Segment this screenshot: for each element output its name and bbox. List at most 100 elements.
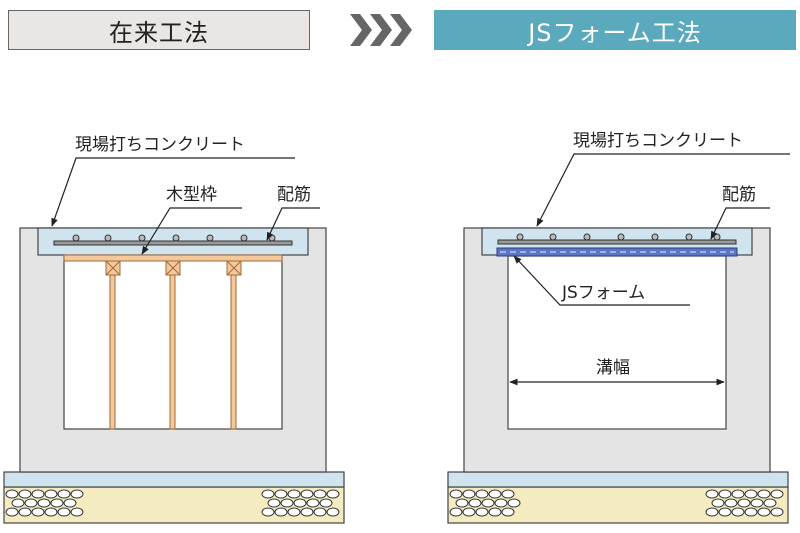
gravel-stone (494, 498, 508, 508)
channel-cavity (507, 255, 727, 430)
gravel-stone (770, 489, 784, 499)
gravel-stone (274, 507, 288, 517)
gravel-stone (24, 498, 38, 508)
gravel-stone (18, 489, 32, 499)
jsform-label: JSフォーム (561, 283, 645, 303)
gravel-stone (449, 507, 463, 517)
rebar-dot (651, 233, 659, 241)
width-label: 溝幅 (596, 358, 630, 378)
gravel-stone (757, 489, 771, 499)
wood-support-1 (105, 260, 121, 430)
gravel-stone (462, 489, 476, 499)
chevrons-right-icon (350, 14, 412, 46)
gravel-stone (31, 507, 45, 517)
gravel-stone (5, 489, 19, 499)
gravel-stone (705, 507, 719, 517)
gravel-stone (313, 489, 327, 499)
wood-support-2 (165, 260, 181, 430)
conventional-method-header: 在来工法 (8, 10, 310, 50)
gravel-stone (44, 507, 58, 517)
gravel-stone (293, 498, 307, 508)
gravel-stone (300, 507, 314, 517)
wood-support-3 (226, 260, 242, 430)
gravel-stone (57, 507, 71, 517)
gravel-stone (501, 489, 515, 499)
formwork-leader (141, 207, 242, 255)
gravel-stone (287, 489, 301, 499)
jsform-sheet (496, 247, 738, 257)
jsform-method-title: JSフォーム工法 (528, 18, 702, 47)
gravel-stone (70, 489, 84, 499)
gravel-stone (468, 498, 482, 508)
rebar-dot (240, 234, 248, 242)
gravel-stones (449, 489, 784, 517)
gravel-stone (326, 507, 340, 517)
gravel-stone (757, 507, 771, 517)
rebar-bar (53, 240, 293, 246)
gravel-stone (763, 498, 777, 508)
gravel-stone (475, 507, 489, 517)
gravel-stone (475, 489, 489, 499)
gravel-stone (274, 489, 288, 499)
gravel-stone (37, 498, 51, 508)
gravel-stone (313, 507, 327, 517)
gravel-stone (44, 489, 58, 499)
gravel-stone (70, 507, 84, 517)
gravel-stone (731, 489, 745, 499)
gravel-stone (449, 489, 463, 499)
gravel-stone (744, 507, 758, 517)
gravel-stone (280, 498, 294, 508)
rebar-dot (104, 234, 112, 242)
gravel-stone (724, 498, 738, 508)
rebar-dot (549, 233, 557, 241)
concrete-label: 現場打ちコンクリート (75, 135, 245, 155)
gravel-stone (455, 498, 469, 508)
gravel-stone (488, 507, 502, 517)
jsform-method-header: JSフォーム工法 (434, 10, 796, 50)
gravel-stone (481, 498, 495, 508)
gravel-stone (261, 507, 275, 517)
gravel-stone (770, 507, 784, 517)
rebar-dot (583, 233, 591, 241)
rebar-dots (72, 234, 276, 242)
gravel-stone (319, 498, 333, 508)
gravel-stone (488, 489, 502, 499)
rebar-dot (138, 234, 146, 242)
rebar-label: 配筋 (277, 185, 311, 205)
jsform-leader (513, 255, 690, 306)
gravel-stone (306, 498, 320, 508)
rebar-label: 配筋 (722, 185, 756, 205)
rebar-dot (713, 233, 721, 241)
gravel-stone (718, 507, 732, 517)
gravel-stone (750, 498, 764, 508)
conventional-method-title: 在来工法 (109, 18, 209, 47)
gravel-stone (718, 489, 732, 499)
gravel-stone (326, 489, 340, 499)
gravel-stone (705, 489, 719, 499)
gravel-stones (5, 489, 340, 517)
gravel-stone (50, 498, 64, 508)
concrete-leader (536, 153, 790, 227)
formwork-label: 木型枠 (166, 185, 217, 205)
concrete-leader (51, 157, 295, 227)
formwork-plank (63, 254, 283, 262)
gravel-stone (300, 489, 314, 499)
rebar-dot (268, 234, 276, 242)
gravel-stone (731, 507, 745, 517)
rebar-dot (72, 234, 80, 242)
gravel-stone (711, 498, 725, 508)
rebar-dot (516, 233, 524, 241)
gravel-stone (744, 489, 758, 499)
rebar-dot (206, 234, 214, 242)
gravel-stone (5, 507, 19, 517)
gravel-stone (267, 498, 281, 508)
rebar-leader (710, 207, 770, 240)
concrete-label: 現場打ちコンクリート (573, 131, 743, 151)
gravel-stone (18, 507, 32, 517)
conventional-diagram: 現場打ちコンクリート 木型枠 配筋 (3, 135, 345, 524)
gravel-stone (63, 498, 77, 508)
gravel-stone (462, 507, 476, 517)
rebar-bar (497, 239, 737, 245)
gravel-stone (501, 507, 515, 517)
